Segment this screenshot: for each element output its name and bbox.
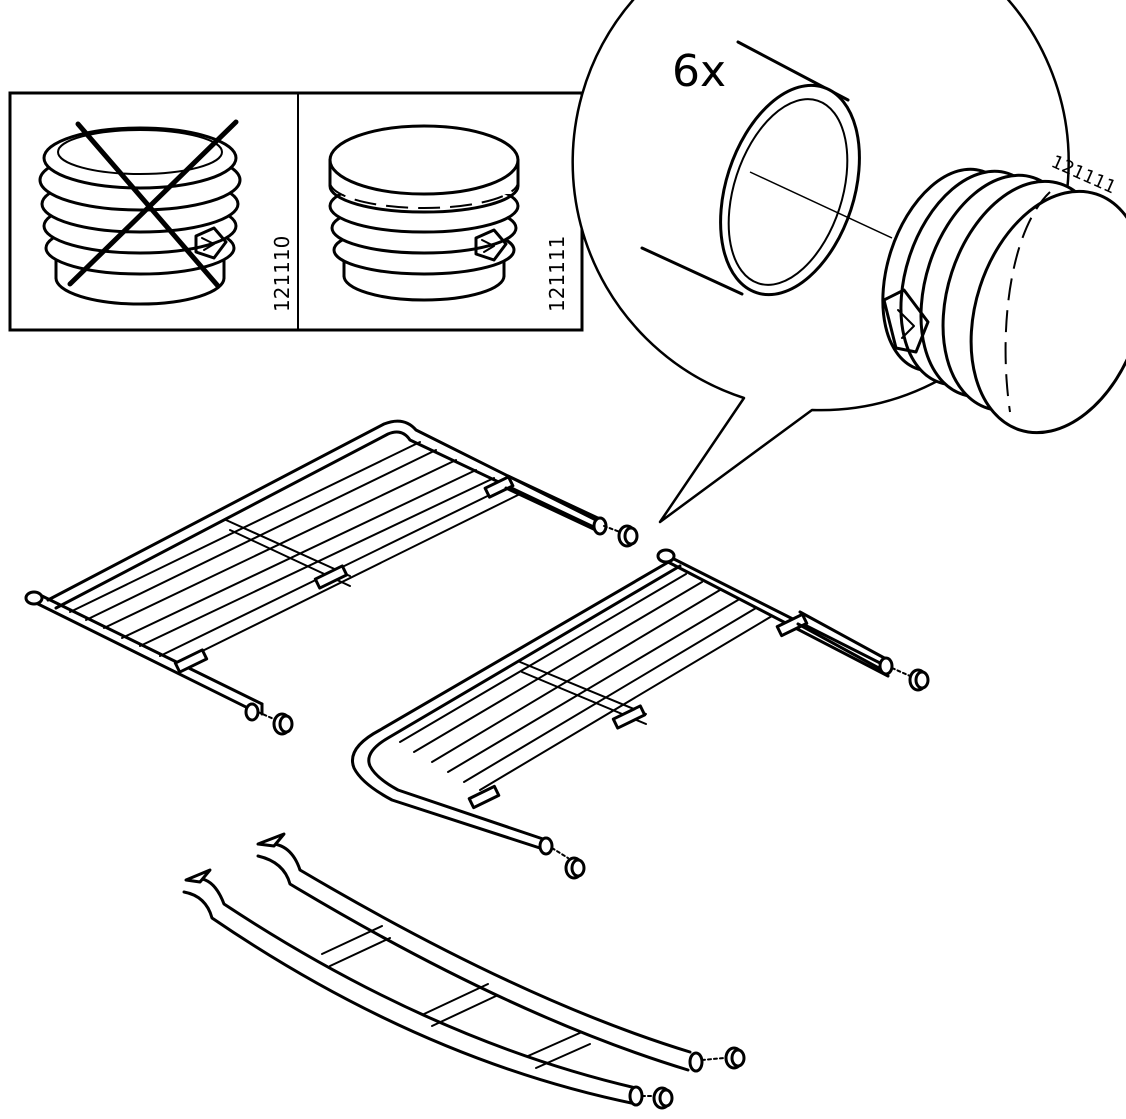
end-cap-right-panel-top (908, 668, 930, 692)
comparison-panel: 121110 121111 (8, 91, 584, 332)
bed-frame-panel-left (24, 419, 621, 722)
end-cap-top-right (617, 524, 639, 548)
correct-end-cap-drawing (328, 124, 520, 302)
bed-side-rails (182, 832, 725, 1107)
end-cap-detail-drawing (881, 167, 1126, 435)
end-cap-left-panel-bottom (272, 712, 294, 736)
insertion-guide-line (749, 171, 893, 239)
quantity-label: 6x (672, 46, 726, 97)
correct-part-number: 121111 (545, 236, 569, 312)
end-cap-right-panel-bottom (564, 856, 586, 880)
wrong-part-number: 121110 (270, 236, 294, 312)
end-cap-rail-top (724, 1046, 746, 1070)
bed-frame-panel-right (351, 548, 911, 859)
end-cap-rail-bottom (652, 1086, 674, 1110)
cross-out-mark (67, 119, 239, 289)
detail-callout: 6x 121111 (571, 0, 1126, 524)
